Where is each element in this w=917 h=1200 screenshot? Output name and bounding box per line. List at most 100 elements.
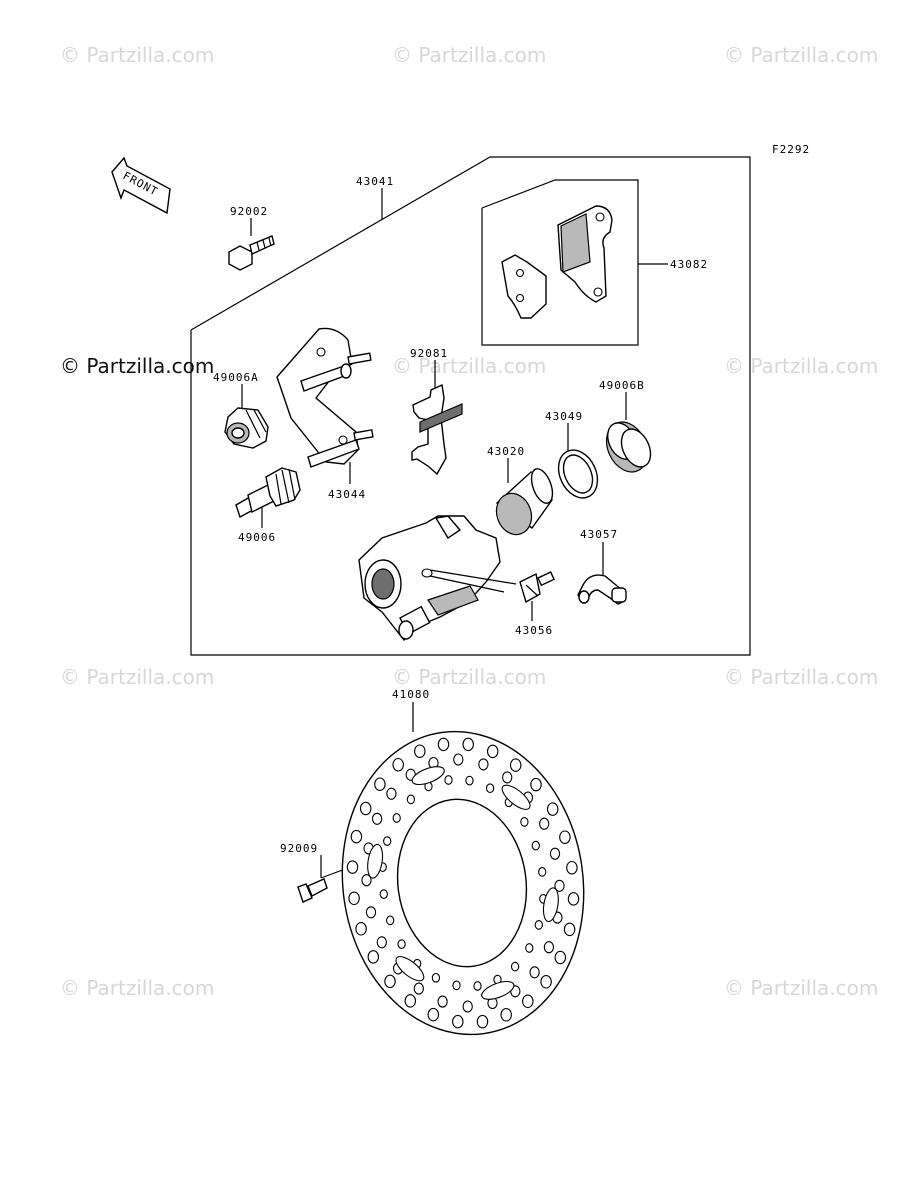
leader-lines — [241, 188, 668, 879]
pad-spring-92081 — [411, 383, 463, 476]
brake-disc-41080 — [341, 730, 585, 1036]
callout-43049: 43049 — [545, 410, 583, 423]
disc-hole — [414, 744, 426, 758]
disc-hole — [367, 950, 380, 964]
disc-hole — [346, 860, 359, 874]
boot-49006A — [224, 407, 269, 449]
bleeder-valve-43056 — [519, 571, 555, 604]
caliper-body — [358, 515, 517, 642]
disc-hole — [563, 922, 576, 937]
disc-hole — [359, 801, 372, 816]
disc-hole — [540, 975, 552, 989]
disc-slot — [501, 784, 531, 810]
callout-43082: 43082 — [670, 258, 708, 271]
watermark: © Partzilla.com — [60, 43, 214, 67]
dust-seal-49006B — [605, 421, 652, 473]
disc-hole — [554, 879, 565, 892]
callout-43041: 43041 — [356, 175, 394, 188]
disc-hole — [465, 775, 474, 786]
disc-hole — [431, 972, 441, 983]
disc-hole — [509, 758, 522, 772]
disc-hole — [437, 995, 448, 1008]
disc-slot — [481, 980, 515, 1000]
callout-49006: 49006 — [238, 531, 276, 544]
disc-hole — [559, 830, 571, 844]
disc-slot — [411, 766, 445, 786]
disc-hole — [392, 813, 401, 823]
callout-43057: 43057 — [580, 528, 618, 541]
disc-slot — [542, 887, 559, 923]
disc-hole — [437, 737, 450, 752]
watermark: © Partzilla.com — [392, 43, 546, 67]
disc-hole — [406, 794, 416, 805]
disc-slot — [367, 843, 384, 879]
disc-hole — [478, 758, 489, 771]
disc-hole — [348, 891, 360, 906]
disc-hole — [365, 906, 377, 919]
callout-43056: 43056 — [515, 624, 553, 637]
disc-hole — [355, 922, 367, 936]
disc-hole — [485, 783, 495, 794]
callout-92002: 92002 — [230, 205, 268, 218]
front-direction-arrow: FRONT — [111, 156, 171, 215]
disc-hole — [444, 775, 453, 785]
disc-hole — [522, 994, 534, 1009]
disc-hole — [453, 753, 464, 766]
callout-41080: 41080 — [392, 688, 430, 701]
figure-code: F2292 — [772, 143, 810, 156]
disc-hole — [386, 787, 397, 800]
disc-hole — [520, 817, 529, 827]
watermark: © Partzilla.com — [60, 976, 214, 1000]
disc-hole — [462, 1000, 473, 1013]
disc-hole — [371, 812, 383, 825]
disc-hole — [567, 892, 580, 906]
disc-hole — [361, 874, 372, 887]
pad-set-outline — [481, 179, 639, 346]
caliper-assembly-outline — [190, 156, 751, 656]
caliper-bracket-43044 — [276, 327, 374, 468]
disc-hole — [397, 939, 406, 949]
disc-hole — [392, 757, 404, 772]
bolt-92002 — [228, 235, 275, 271]
pin-boot-49006 — [235, 467, 301, 519]
disc-hole — [427, 1007, 440, 1022]
disc-hole — [486, 744, 499, 759]
disc-hole — [549, 847, 561, 860]
disc-hole — [386, 915, 395, 926]
callout-49006A: 49006A — [213, 371, 259, 384]
disc-hole — [383, 836, 392, 846]
piston-seal-43049 — [557, 449, 599, 499]
disc-hole — [413, 982, 424, 995]
brake-pads-43082 — [501, 205, 613, 319]
disc-hole — [546, 802, 559, 816]
disc-hole — [350, 829, 363, 844]
watermark: © Partzilla.com — [724, 976, 878, 1000]
disc-hole — [531, 840, 540, 851]
disc-hole — [543, 941, 555, 954]
screw-92009 — [297, 878, 328, 903]
disc-hole — [525, 943, 534, 953]
disc-hole — [376, 936, 387, 949]
watermark: © Partzilla.com — [392, 665, 546, 689]
disc-hole — [566, 860, 578, 875]
disc-holes — [346, 737, 580, 1029]
piston-43020 — [495, 468, 554, 536]
disc-hole — [452, 1014, 464, 1029]
disc-hole — [476, 1014, 489, 1029]
watermark: © Partzilla.com — [724, 43, 878, 67]
disc-hole — [538, 867, 547, 877]
disc-hole — [510, 961, 520, 972]
disc-hole — [539, 817, 550, 830]
disc-slot — [395, 956, 425, 982]
callout-92081: 92081 — [410, 347, 448, 360]
disc-hole — [530, 777, 542, 792]
disc-hole — [529, 966, 540, 979]
callout-43044: 43044 — [328, 488, 366, 501]
disc-hole — [473, 981, 482, 991]
disc-hole — [404, 994, 417, 1008]
disc-hole — [379, 889, 388, 899]
disc-hole — [534, 920, 543, 930]
callout-49006B: 49006B — [599, 379, 645, 392]
watermark-overlay: © Partzilla.com — [60, 354, 214, 378]
